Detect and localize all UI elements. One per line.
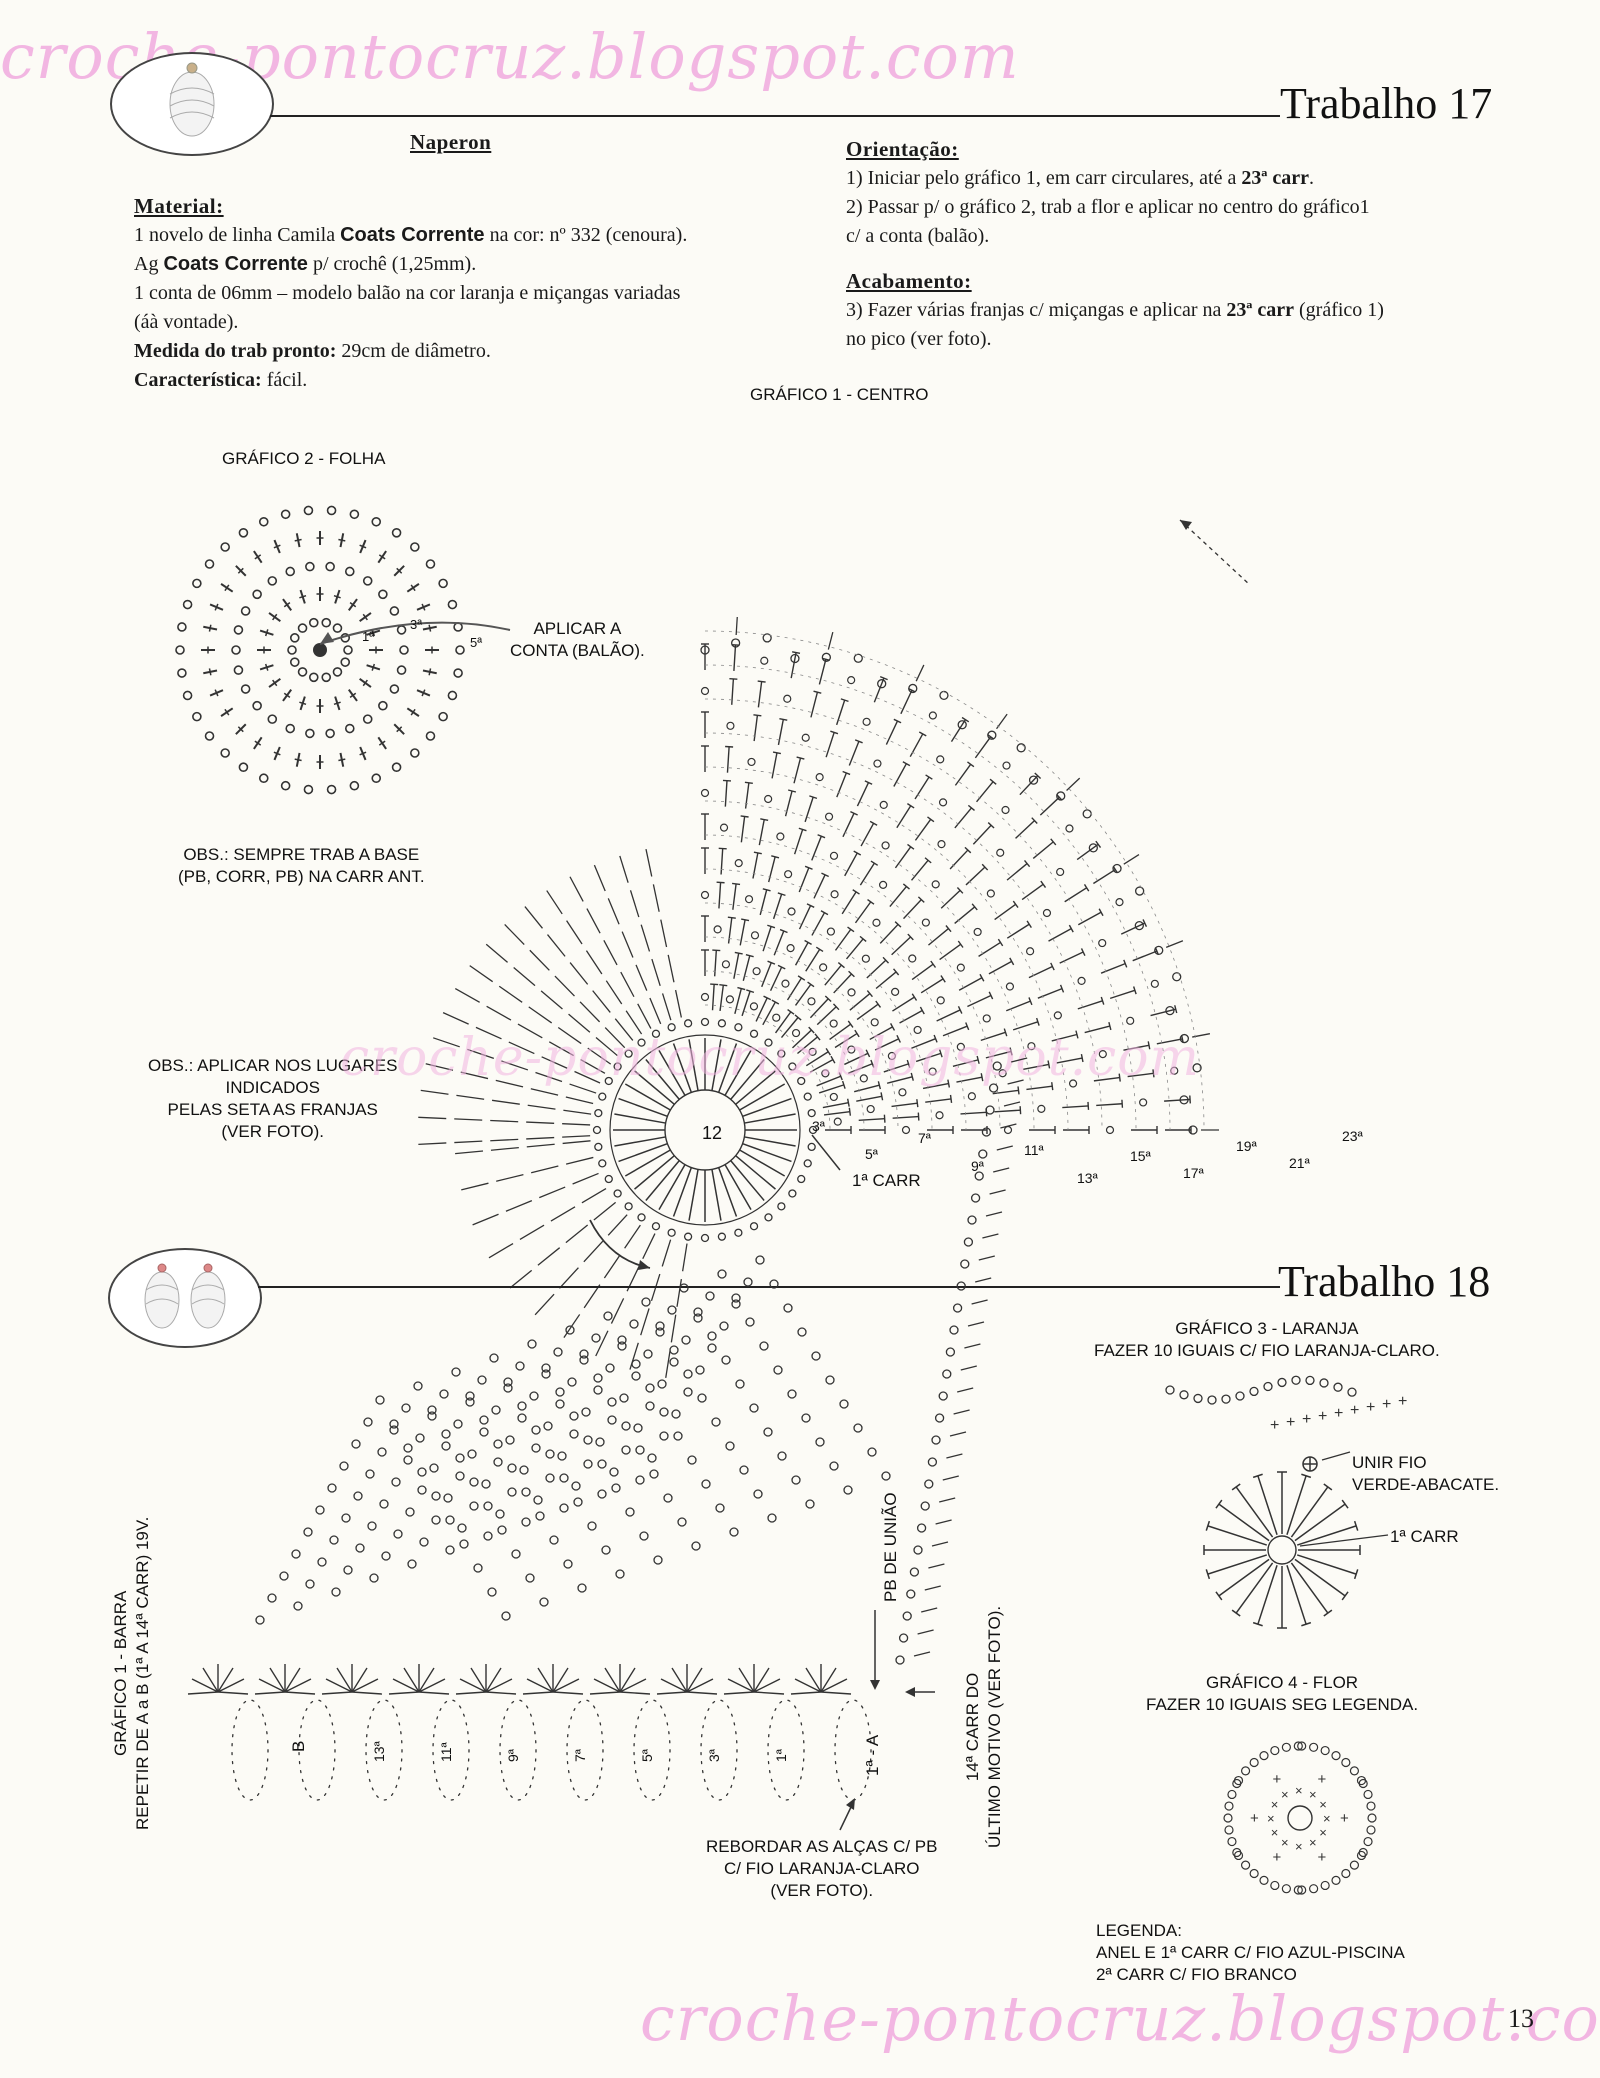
material-heading: Material:: [134, 194, 224, 218]
photo-oval-17: [110, 52, 274, 156]
watermark-middle: croche-pontocruz.blogspot.com: [340, 1028, 1200, 1088]
g3-first-row: 1ª CARR: [1390, 1527, 1459, 1546]
grafico4-diagram: ++++++××××××××××××: [1223, 1741, 1377, 1895]
svg-text:+: +: [1318, 1849, 1327, 1866]
g1-row-label: 19ª: [1236, 1138, 1257, 1154]
g1-first-row: 1ª CARR: [852, 1171, 921, 1190]
page-number: 13: [1508, 2004, 1534, 2033]
medida-line: Medida do trab pronto: 29cm de diâmetro.: [134, 340, 491, 362]
material-block: Material: 1 novelo de linha Camila Coats…: [134, 192, 834, 395]
grafico1-diagram: [418, 519, 1251, 1379]
g1-row-label: 3ª: [812, 1118, 825, 1134]
svg-text:+: +: [1318, 1771, 1327, 1788]
svg-text:+: +: [1334, 1405, 1343, 1422]
g1-row-label: 11ª: [1024, 1142, 1044, 1158]
svg-text:+: +: [1302, 1411, 1311, 1428]
doily-photo-icon: [169, 62, 215, 137]
section-title-18: Trabalho 18: [1278, 1257, 1491, 1306]
svg-text:×: ×: [1309, 1787, 1317, 1802]
barra-b-mark: B: [289, 1740, 308, 1752]
barra-row-label: 11ª: [438, 1742, 454, 1762]
g1-row-label: 7ª: [918, 1130, 931, 1146]
svg-text:×: ×: [1323, 1811, 1331, 1826]
g1-row-label: 23ª: [1342, 1128, 1363, 1144]
svg-text:+: +: [1366, 1399, 1375, 1416]
grafico2-label: GRÁFICO 2 - FOLHA: [222, 449, 386, 468]
barra-row-label: 5ª: [639, 1749, 655, 1762]
grafico2-diagram: [175, 505, 465, 795]
barra-row-label: 7ª: [572, 1749, 588, 1762]
svg-text:×: ×: [1295, 1783, 1303, 1798]
acabamento-heading: Acabamento:: [846, 269, 972, 293]
svg-text:×: ×: [1281, 1787, 1289, 1802]
header-rule-18: [258, 1286, 1280, 1288]
legenda-block: LEGENDA:ANEL E 1ª CARR C/ FIO AZUL-PISCI…: [1096, 1921, 1405, 1984]
g1-row-label: 15ª: [1130, 1148, 1151, 1164]
orientacao-block: Orientação: 1) Iniciar pelo gráfico 1, e…: [846, 135, 1526, 354]
svg-text:×: ×: [1271, 1797, 1279, 1812]
svg-text:×: ×: [1295, 1839, 1303, 1854]
napkin-rings-photo-icon: [144, 1263, 226, 1329]
material-line2: Ag Coats Corrente p/ crochê (1,25mm).: [134, 253, 477, 275]
svg-text:+: +: [1273, 1771, 1282, 1788]
photo-oval-18: [108, 1248, 262, 1348]
g1-row-label: 17ª: [1183, 1165, 1204, 1181]
g2-row-1: 1ª: [362, 629, 375, 644]
svg-text:×: ×: [1281, 1835, 1289, 1850]
svg-text:+: +: [1350, 1402, 1359, 1419]
svg-text:+: +: [1398, 1393, 1407, 1410]
grafico1-label: GRÁFICO 1 - CENTRO: [750, 385, 929, 404]
g1-row-label: 13ª: [1077, 1170, 1098, 1186]
barra-row-label: 9ª: [505, 1749, 521, 1762]
barra-row-label: 1ª: [773, 1749, 789, 1762]
g2-row-3: 3ª: [410, 617, 423, 632]
svg-text:+: +: [1273, 1849, 1282, 1866]
barra-a-mark: 1ª - A: [863, 1734, 882, 1776]
svg-text:+: +: [1318, 1408, 1327, 1425]
svg-text:+: +: [1250, 1810, 1259, 1827]
header-rule-17: [270, 115, 1280, 117]
svg-text:+: +: [1340, 1810, 1349, 1827]
barra-row-label: 3ª: [706, 1749, 722, 1762]
svg-text:×: ×: [1309, 1835, 1317, 1850]
item-name: Naperon: [410, 130, 492, 154]
obs1-note: OBS.: SEMPRE TRAB A BASE(PB, CORR, PB) N…: [178, 845, 425, 886]
caracteristica-line: Característica: fácil.: [134, 369, 308, 391]
svg-text:×: ×: [1319, 1797, 1327, 1812]
svg-text:+: +: [1382, 1396, 1391, 1413]
svg-text:×: ×: [1319, 1825, 1327, 1840]
svg-text:×: ×: [1271, 1825, 1279, 1840]
material-line1: 1 novelo de linha Camila Coats Corrente …: [134, 224, 688, 246]
pb-uniao-label: PB DE UNIÃO: [881, 1492, 900, 1602]
orientacao-heading: Orientação:: [846, 137, 959, 161]
g1-center-count: 12: [702, 1123, 723, 1143]
material-line3: 1 conta de 06mm – modelo balão na cor la…: [134, 282, 681, 304]
g1-row-label: 21ª: [1289, 1155, 1310, 1171]
barra-row-label: 13ª: [371, 1741, 387, 1762]
svg-text:+: +: [1286, 1414, 1295, 1431]
svg-text:+: +: [1270, 1417, 1279, 1434]
material-line4: (áà vontade).: [134, 311, 239, 333]
watermark-bottom: croche-pontocruz.blogspot.com: [640, 1982, 1600, 2055]
aplicar-arrow-icon: [319, 621, 511, 645]
g1-row-label: 5ª: [865, 1146, 878, 1162]
section-title-17: Trabalho 17: [1280, 79, 1493, 128]
svg-text:×: ×: [1267, 1811, 1275, 1826]
g2-row-5: 5ª: [470, 635, 483, 650]
g1-row-label: 9ª: [971, 1158, 984, 1174]
grafico3-diagram: + + + + + + + + +: [1165, 1375, 1407, 1629]
